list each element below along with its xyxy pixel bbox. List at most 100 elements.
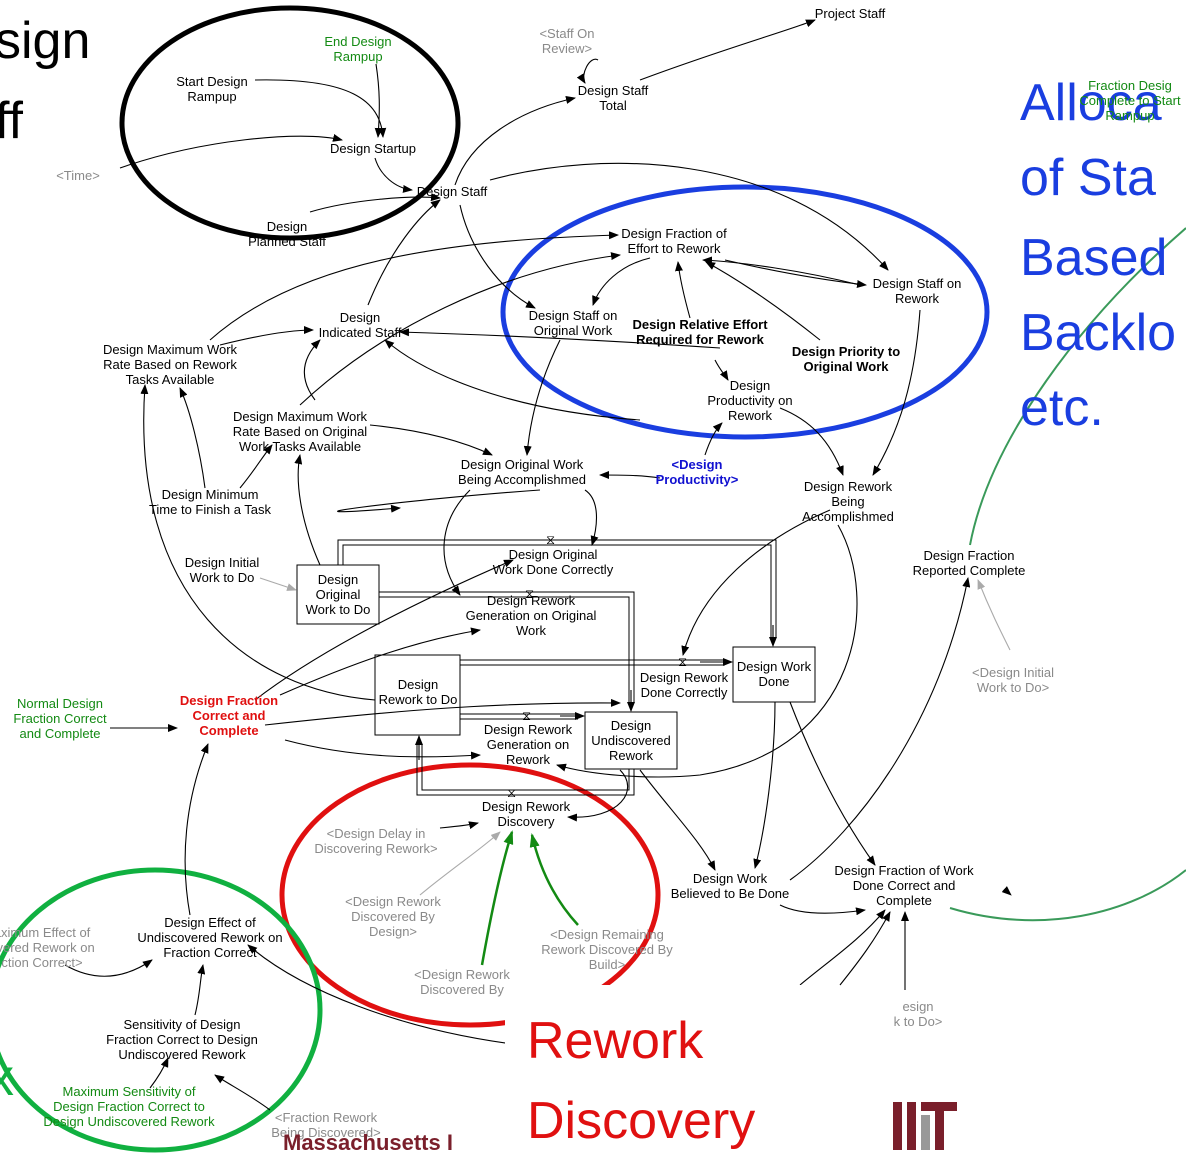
label-design-initial-work-line: Design Initial <box>185 555 260 570</box>
label-fraction-rework-discovered-line: Being Discovered> <box>271 1125 380 1140</box>
label-design-rework-to-do-line: Design <box>398 677 438 692</box>
sensitivity-note-fragment: x <box>0 1049 14 1107</box>
sensitivity-ellipse <box>0 867 323 1153</box>
label-max-effect-discovered-line: ction Correct> <box>1 955 82 970</box>
label-design-staff-on-rework-line: Rework <box>895 291 940 306</box>
label-design-work-done-line: Done <box>758 674 789 689</box>
label-design-max-rate-original-line: Design Maximum Work <box>233 409 368 424</box>
label-design-effect-undiscovered-line: Undiscovered Rework on <box>137 930 282 945</box>
label-design-rework-generation-rework-line: Rework <box>506 752 551 767</box>
allocation-note-line-1: Alloca <box>1020 74 1162 132</box>
label-normal-design-fraction-line: Fraction Correct <box>13 711 107 726</box>
label-design-effect-undiscovered-line: Fraction Correct <box>163 945 257 960</box>
slide-title-line-2: ff <box>0 92 24 150</box>
green-arc-lower <box>949 869 1186 922</box>
label-design-rework-discovered-design-line: Design> <box>369 924 417 939</box>
label-design-staff-line: Design Staff <box>417 184 488 199</box>
label-design-productivity-rework-line: Rework <box>728 408 773 423</box>
label-design-rework-gen-original-line: Generation on Original <box>466 608 597 623</box>
label-sensitivity-fraction-correct-line: Sensitivity of Design <box>123 1017 240 1032</box>
allocation-note-line-5: etc. <box>1020 379 1104 437</box>
label-design-staff-original-work-line: Original Work <box>534 323 613 338</box>
label-design-relative-effort-line: Required for Rework <box>636 332 765 347</box>
label-design-rework-done-correctly-line: Design Rework <box>640 670 729 685</box>
label-design-fraction-reported-line: Design Fraction <box>923 548 1014 563</box>
label-design-work-done-line: Design Work <box>737 659 812 674</box>
label-design-staff-on-rework-line: Design Staff on <box>873 276 962 291</box>
pipe-original-done-2 <box>342 544 772 637</box>
label-design-delay-discovering-line: Discovering Rework> <box>314 841 437 856</box>
label-design-minimum-time-line: Design Minimum <box>162 487 259 502</box>
label-design-original-work-to-do-line: Original <box>316 587 361 602</box>
rework-discovery-caption <box>505 985 835 1153</box>
design-rework-to-do-stock <box>374 654 461 736</box>
design-work-done-stock <box>732 646 816 703</box>
design-original-work-to-do-stock <box>296 564 380 625</box>
label-design-fraction-work-done-line: Design Fraction of Work <box>834 863 974 878</box>
label-design-original-done-correctly-line: Work Done Correctly <box>493 562 614 577</box>
label-max-sensitivity-line: Maximum Sensitivity of <box>63 1084 196 1099</box>
label-design-rework-discovered-design-line: <Design Rework <box>345 894 441 909</box>
label-design-rework-accomplished-line: Design Rework <box>804 479 893 494</box>
label-design-rework-discovered-design-line: Discovered By <box>351 909 435 924</box>
label-design-minimum-time-line: Time to Finish a Task <box>149 502 272 517</box>
label-design-max-rate-original-line: Work Tasks Available <box>239 439 361 454</box>
label-design-original-accomplished-line: Design Original Work <box>461 457 584 472</box>
label-design-effect-undiscovered-line: Design Effect of <box>164 915 256 930</box>
label-design-staff: Design Staff <box>417 184 488 199</box>
label-design-productivity-rework-line: Design <box>730 378 770 393</box>
allocation-note-line-4: Backlo <box>1020 304 1176 362</box>
label-fraction-rework-discovered-line: <Fraction Rework <box>275 1110 378 1125</box>
label-fraction-design-complete-line: Rampup <box>1105 108 1154 123</box>
label-design-original-done-correctly-line: Design Original <box>509 547 598 562</box>
label-design-fraction-effort-rework-line: Effort to Rework <box>628 241 721 256</box>
label-design-fraction-correct-complete-line: Design Fraction <box>180 693 278 708</box>
label-design-initial-work-line: Work to Do <box>190 570 255 585</box>
label-max-sensitivity-line: Design Undiscovered Rework <box>43 1114 215 1129</box>
label-max-sensitivity-line: Design Fraction Correct to <box>53 1099 205 1114</box>
label-design-work-to-do-ref-line: k to Do> <box>894 1014 943 1029</box>
label-design-fraction-correct-complete-line: Complete <box>199 723 258 738</box>
label-design-productivity-rework-line: Productivity on <box>707 393 792 408</box>
label-design-max-rate-rework-line: Rate Based on Rework <box>103 357 237 372</box>
label-design-rework-gen-original-line: Design Rework <box>487 593 576 608</box>
label-sensitivity-fraction-correct-line: Undiscovered Rework <box>118 1047 246 1062</box>
label-design-delay-discovering-line: <Design Delay in <box>327 826 426 841</box>
allocation-note-line-2: of Sta <box>1020 149 1156 207</box>
label-time-line: <Time> <box>56 168 100 183</box>
label-design-indicated-staff-line: Indicated Staff <box>319 325 402 340</box>
label-design-rework-generation-rework-line: Design Rework <box>484 722 573 737</box>
label-design-rework-discovery-line: Discovery <box>497 814 555 829</box>
label-time: <Time> <box>56 168 100 183</box>
label-end-design-rampup-line: End Design <box>324 34 391 49</box>
label-design-initial-work-ref-line: <Design Initial <box>972 665 1054 680</box>
label-fraction-design-complete-line: Fraction Desig <box>1088 78 1172 93</box>
label-design-undiscovered-rework-line: Design <box>611 718 651 733</box>
label-end-design-rampup-line: Rampup <box>333 49 382 64</box>
label-sensitivity-fraction-correct-line: Fraction Correct to Design <box>106 1032 258 1047</box>
